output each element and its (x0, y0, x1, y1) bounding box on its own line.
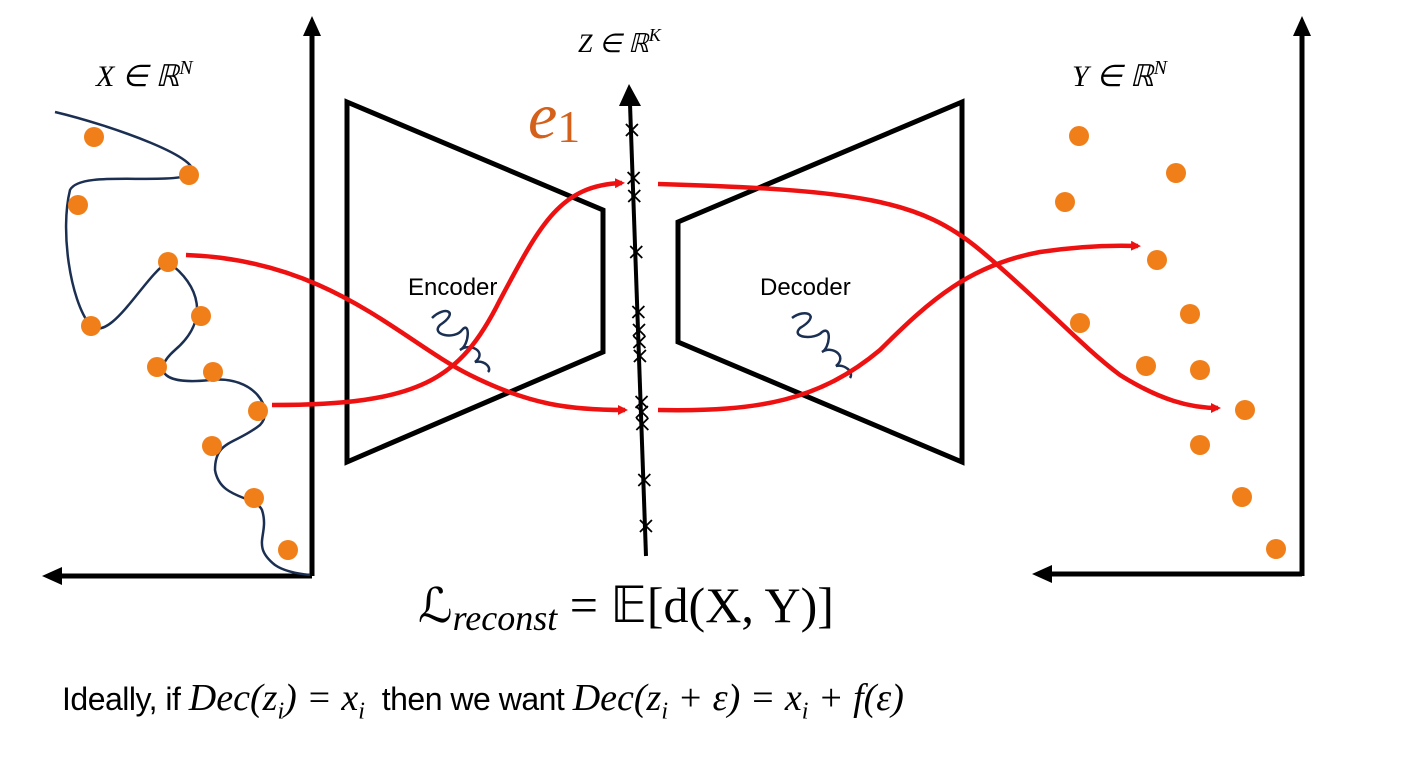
latent-code-mark (627, 189, 641, 203)
caption: Ideally, if Dec(zi) = xi then we want De… (62, 676, 1402, 726)
encode-arrow-lower (185, 252, 628, 415)
caption-prefix: Ideally, if (62, 681, 189, 717)
input-point (147, 357, 167, 377)
latent-code-mark (635, 405, 649, 419)
input-vertical-arrowhead (303, 16, 321, 36)
input-point (81, 316, 101, 336)
input-point (244, 488, 264, 508)
input-horizontal-arrowhead (42, 567, 62, 585)
input-point (191, 306, 211, 326)
output-point (1136, 356, 1156, 376)
latent-space-label: Z ∈ ℝK (578, 25, 662, 58)
output-point (1166, 163, 1186, 183)
input-point (203, 362, 223, 382)
input-point (84, 127, 104, 147)
latent-code-mark (626, 171, 641, 185)
latent-codes (625, 123, 653, 533)
latent-code-mark (635, 417, 649, 431)
output-point (1266, 539, 1286, 559)
output-point (1190, 435, 1210, 455)
caption-goal: Dec(zi + ε) = xi + f(ε) (572, 677, 904, 725)
caption-condition: Dec(zi) = xi (188, 677, 365, 725)
encoder-trapezoid (344, 98, 606, 466)
output-points (1055, 126, 1286, 559)
input-point (158, 252, 178, 272)
latent-code-mark (634, 395, 649, 409)
latent-code-mark (637, 473, 651, 487)
output-point (1232, 487, 1252, 507)
input-point (278, 540, 298, 560)
input-points (68, 127, 298, 560)
output-point (1180, 304, 1200, 324)
latent-code-mark (632, 335, 647, 349)
reconstruction-loss: ℒreconst = 𝔼[d(X, Y)] (418, 577, 834, 638)
latent-code-mark (631, 305, 645, 319)
decode-arrow-lower (657, 240, 1141, 413)
decoder-label: Decoder (760, 274, 851, 301)
output-point (1070, 313, 1090, 333)
output-point (1055, 192, 1075, 212)
latent-axis-arrowhead (619, 84, 641, 106)
encoder-squiggle-icon (431, 309, 491, 373)
latent-axis-e1-label: e1 (528, 80, 580, 153)
decode-arrow-upper (657, 181, 1221, 413)
output-vertical-arrowhead (1293, 16, 1311, 36)
input-point (68, 195, 88, 215)
input-point (179, 165, 199, 185)
latent-code-mark (629, 245, 643, 259)
input-space-axes (42, 16, 321, 585)
output-point (1235, 400, 1255, 420)
latent-code-mark (633, 349, 647, 363)
input-space-label: X ∈ ℝN (95, 57, 194, 93)
output-space-axes (1032, 16, 1311, 583)
output-horizontal-arrowhead (1032, 565, 1052, 583)
decoder-squiggle-icon (791, 312, 853, 379)
latent-code-mark (639, 519, 653, 533)
output-space-label: Y ∈ ℝN (1072, 57, 1169, 93)
caption-middle: then we want (364, 681, 573, 717)
latent-code-mark (632, 323, 646, 337)
input-point (248, 401, 268, 421)
input-point (202, 436, 222, 456)
decoder-trapezoid (675, 98, 965, 466)
output-point (1069, 126, 1089, 146)
latent-code-mark (625, 123, 639, 137)
output-point (1147, 250, 1167, 270)
encoder-label: Encoder (408, 274, 497, 301)
encode-arrow-upper (271, 178, 625, 408)
mapping-arrows (185, 178, 1221, 415)
output-point (1190, 360, 1210, 380)
